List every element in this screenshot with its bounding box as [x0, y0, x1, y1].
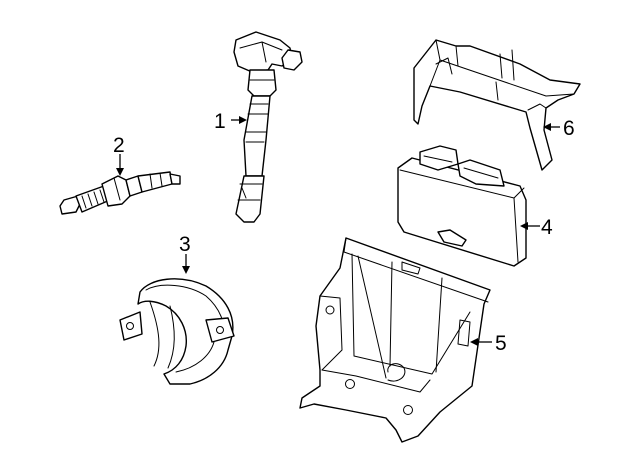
callout-leader-3 — [182, 254, 190, 274]
callout-leader-5 — [470, 338, 492, 346]
spark-plug-icon — [59, 171, 181, 215]
callout-label-4: 4 — [541, 216, 553, 239]
control-module-icon — [397, 145, 527, 267]
callout-label-1: 1 — [214, 110, 226, 133]
callout-leader-2 — [116, 154, 124, 176]
bracket-shield-icon — [119, 278, 235, 385]
callout-label-2: 2 — [113, 134, 125, 157]
callout-label-5: 5 — [495, 332, 507, 355]
callout-leader-1 — [231, 116, 247, 124]
mounting-tray-icon — [299, 237, 491, 443]
ignition-coil-icon — [233, 31, 303, 223]
callout-leader-6 — [543, 123, 560, 131]
callout-label-6: 6 — [563, 117, 575, 140]
callout-label-3: 3 — [179, 233, 191, 256]
cover-bracket-icon — [413, 39, 581, 171]
callout-leader-4 — [520, 222, 540, 230]
